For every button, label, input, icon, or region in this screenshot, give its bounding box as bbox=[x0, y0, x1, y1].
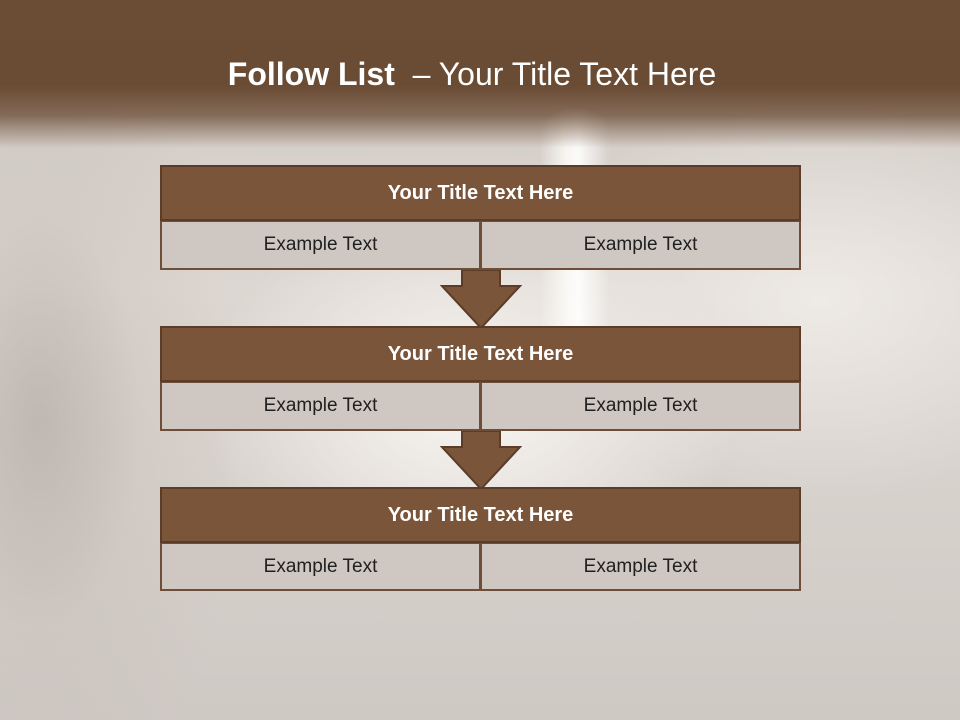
page-title-rest: – Your Title Text Here bbox=[394, 56, 717, 92]
page-title: Follow List – Your Title Text Here bbox=[0, 56, 944, 93]
header-band bbox=[0, 0, 960, 148]
list-block-3: Your Title Text Here Example Text Exampl… bbox=[160, 487, 801, 591]
list-block-2: Your Title Text Here Example Text Exampl… bbox=[160, 326, 801, 431]
block-cell-right: Example Text bbox=[481, 221, 801, 270]
list-block-1: Your Title Text Here Example Text Exampl… bbox=[160, 165, 801, 270]
block-title: Your Title Text Here bbox=[160, 165, 801, 221]
down-arrow-icon bbox=[440, 431, 522, 491]
block-cell-right: Example Text bbox=[481, 543, 801, 591]
page-title-bold: Follow List bbox=[227, 56, 395, 92]
block-cell-left: Example Text bbox=[160, 221, 481, 270]
block-cell-right: Example Text bbox=[481, 382, 801, 431]
block-cell-left: Example Text bbox=[160, 543, 481, 591]
block-title: Your Title Text Here bbox=[160, 326, 801, 382]
block-row: Example Text Example Text bbox=[160, 382, 801, 431]
down-arrow-icon bbox=[440, 270, 522, 330]
block-title: Your Title Text Here bbox=[160, 487, 801, 543]
block-row: Example Text Example Text bbox=[160, 221, 801, 270]
block-row: Example Text Example Text bbox=[160, 543, 801, 591]
block-cell-left: Example Text bbox=[160, 382, 481, 431]
